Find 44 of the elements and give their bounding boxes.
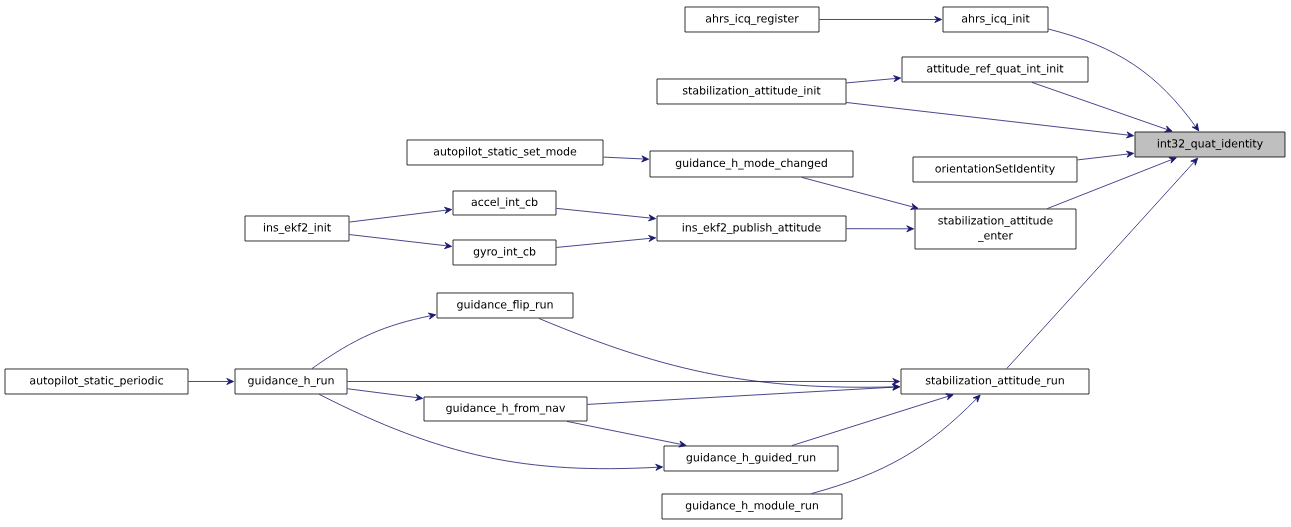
function-box: ahrs_icq_init	[942, 6, 1049, 33]
arrow	[1048, 28, 1200, 132]
function-box: accel_int_cb	[452, 190, 557, 216]
function-box: stabilization_attitude_run	[900, 368, 1090, 395]
function-box: gyro_int_cb	[452, 239, 557, 266]
arrow	[1077, 150, 1134, 161]
arrow	[846, 225, 914, 233]
arrow	[566, 421, 687, 448]
arrow	[587, 383, 900, 405]
arrow	[1031, 82, 1173, 133]
arrow	[318, 394, 663, 471]
arrow	[811, 394, 981, 494]
arrow	[791, 393, 954, 446]
arrow	[311, 312, 437, 369]
function-box: guidance_h_from_nav	[423, 396, 588, 422]
arrow	[556, 207, 657, 222]
arrow	[603, 155, 649, 163]
function-box: guidance_h_run	[234, 368, 348, 395]
arrow	[819, 16, 942, 23]
arrow	[1046, 157, 1177, 209]
function-box: ahrs_icq_register	[684, 6, 820, 33]
function-box: int32_quat_identity	[1134, 131, 1286, 158]
arrow	[347, 388, 424, 401]
arrow	[846, 102, 1134, 139]
function-box: orientationSetIdentity	[912, 156, 1078, 183]
arrow	[347, 378, 900, 385]
arrow	[556, 235, 657, 248]
function-box: guidance_flip_run	[436, 292, 574, 319]
function-box: autopilot_static_set_mode	[406, 139, 604, 166]
function-box: autopilot_static_periodic	[4, 368, 189, 395]
function-box: guidance_h_mode_changed	[649, 150, 854, 178]
function-box: guidance_h_guided_run	[663, 445, 839, 472]
function-box: attitude_ref_quat_int_init	[901, 56, 1089, 83]
arrow	[349, 234, 453, 250]
function-box: guidance_h_module_run	[661, 493, 843, 520]
function-box: ins_ekf2_publish_attitude	[656, 215, 847, 242]
arrow	[1006, 157, 1199, 369]
arrow	[188, 378, 235, 385]
arrow	[846, 75, 901, 84]
arrow	[349, 206, 453, 223]
function-box: ins_ekf2_init	[244, 215, 350, 242]
function-box: stabilization_attitude_init	[656, 78, 847, 105]
arrow	[801, 177, 919, 210]
function-box: stabilization_attitude _enter	[914, 208, 1077, 250]
